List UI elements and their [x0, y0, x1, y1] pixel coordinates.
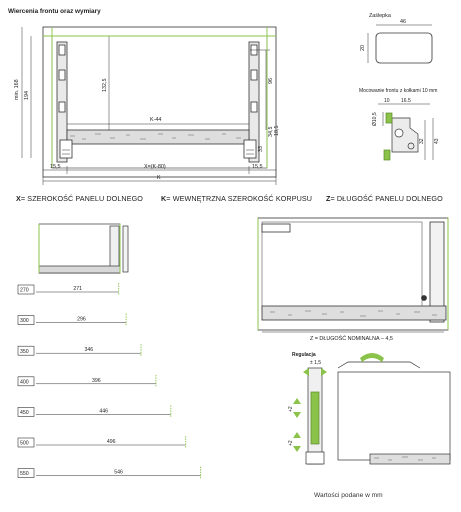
mount-dim-16: 16.5 [401, 98, 411, 104]
min-height-label: min. 168 [14, 79, 20, 100]
adjust-labels: Regulacja ± 1,5 +2 +2 [288, 352, 321, 446]
cap-title: Zaślepka [369, 13, 391, 19]
adjust-drawing [305, 361, 451, 465]
nominal-box [17, 376, 35, 387]
cabinet-inner-outline [51, 35, 268, 169]
left-hinge [59, 139, 73, 159]
footer-note: Wartości podane w mm [314, 492, 383, 499]
cap-width-label: 46 [400, 19, 406, 25]
adjust-title: Regulacja [292, 352, 316, 358]
nominal-box [17, 345, 35, 356]
nominal-box [17, 437, 35, 448]
large-view-accent [257, 218, 449, 330]
height-33-label: 33 [258, 146, 264, 152]
nominal-length: 550 [20, 471, 29, 477]
right-hinge [243, 139, 257, 159]
mount-dim-10: 10 [384, 98, 390, 104]
height-18-label: 18,5 [274, 126, 280, 137]
side-right-label: 15,5 [252, 164, 263, 170]
length-value: 296 [77, 317, 86, 323]
legend-k-text: = WEWNĘTRZNA SZEROKOŚĆ KORPUSU [166, 194, 313, 203]
page-title: Wiercenia frontu oraz wymiary [8, 8, 101, 15]
adjust-top-label: ± 1,5 [310, 360, 321, 366]
side-left-label: 15,5 [50, 164, 61, 170]
length-value: 446 [99, 408, 108, 414]
front-view [21, 26, 277, 185]
nominal-length: 450 [20, 410, 29, 416]
z-nominal-label: Z = DŁUGOŚĆ NOMINALNA – 4,5 [310, 334, 393, 342]
accent-lines [43, 27, 276, 168]
x-formula-label: X=(K-80) [144, 164, 166, 170]
drawer-side-small [38, 223, 129, 274]
length-value: 546 [114, 470, 123, 476]
bottom-panel [66, 129, 250, 145]
k-label: K [157, 175, 161, 181]
legend-z-text: = DŁUGOŚĆ PANELU DOLNEGO [330, 194, 443, 203]
length-table: 270 271 300 296 350 346 400 396 450 446 500 496 550 5… [17, 283, 202, 479]
legend-x-key: X [16, 194, 21, 203]
mount-labels: Mocowanie frontu z kołkami 10 mm 10 16.5… [359, 88, 440, 144]
height-96-label: 96 [268, 78, 274, 84]
nominal-length: 270 [20, 288, 29, 294]
cap-height-label: 20 [360, 45, 366, 51]
legend-k: K= WEWNĘTRZNA SZEROKOŚĆ KORPUSU [161, 194, 312, 203]
adjust-bottom-label: +2 [288, 440, 294, 446]
height-34-label: 34,5 [268, 127, 274, 138]
cap-shape [375, 32, 433, 64]
arrow-down-icon [293, 412, 301, 418]
legend-x: X= SZEROKOŚĆ PANELU DOLNEGO [16, 194, 143, 203]
legend-k-key: K [161, 194, 167, 203]
runner-slot [58, 44, 66, 56]
legend-z: Z= DŁUGOŚĆ PANELU DOLNEGO [326, 194, 443, 203]
nominal-length: 300 [20, 318, 29, 324]
runner-slot [250, 69, 258, 81]
runner-slot [58, 69, 66, 81]
arrow-right-icon [321, 368, 327, 376]
legend-z-key: Z [326, 194, 331, 203]
rotate-arrow-icon [360, 353, 384, 362]
nominal-box [17, 315, 35, 325]
mount-drawing [378, 103, 434, 161]
inner-width-label: K-44 [150, 117, 161, 123]
nominal-length: 350 [20, 349, 29, 355]
mount-title: Mocowanie frontu z kołkami 10 mm [359, 88, 437, 94]
arrow-up-icon [293, 398, 301, 404]
cap-drawing: Zaślepka 46 20 [360, 13, 433, 64]
arrow-up-icon [293, 432, 301, 438]
legend-x-text: = SZEROKOŚĆ PANELU DOLNEGO [20, 194, 143, 203]
length-value: 396 [92, 378, 101, 384]
arrow-left-icon [303, 368, 309, 376]
runner-slot [250, 101, 258, 113]
arrow-down-icon [293, 446, 301, 452]
adjust-mid-label: +2 [288, 406, 294, 412]
length-value: 271 [73, 286, 82, 292]
length-value: 496 [107, 439, 116, 445]
mount-dim-32: 32 [419, 138, 425, 144]
length-value: 346 [85, 347, 94, 353]
height-194-label: 194 [24, 91, 30, 100]
drawer-side-large [257, 217, 449, 333]
nominal-box [17, 407, 35, 417]
front-view-labels: min. 168 194 132,5 96 34,5 33 18,5 K-44 … [14, 78, 280, 181]
nominal-length: 500 [20, 441, 29, 447]
nominal-box [17, 284, 35, 295]
mount-dim-43: 43 [434, 138, 440, 144]
mount-dim-diameter: Ø10,5 [372, 112, 378, 126]
cabinet-outline [42, 26, 277, 178]
adjust-arrows [293, 353, 384, 452]
runner-slot [58, 101, 66, 113]
nominal-length: 400 [20, 379, 29, 385]
height-132-label: 132,5 [102, 79, 108, 93]
nominal-box [17, 468, 35, 478]
